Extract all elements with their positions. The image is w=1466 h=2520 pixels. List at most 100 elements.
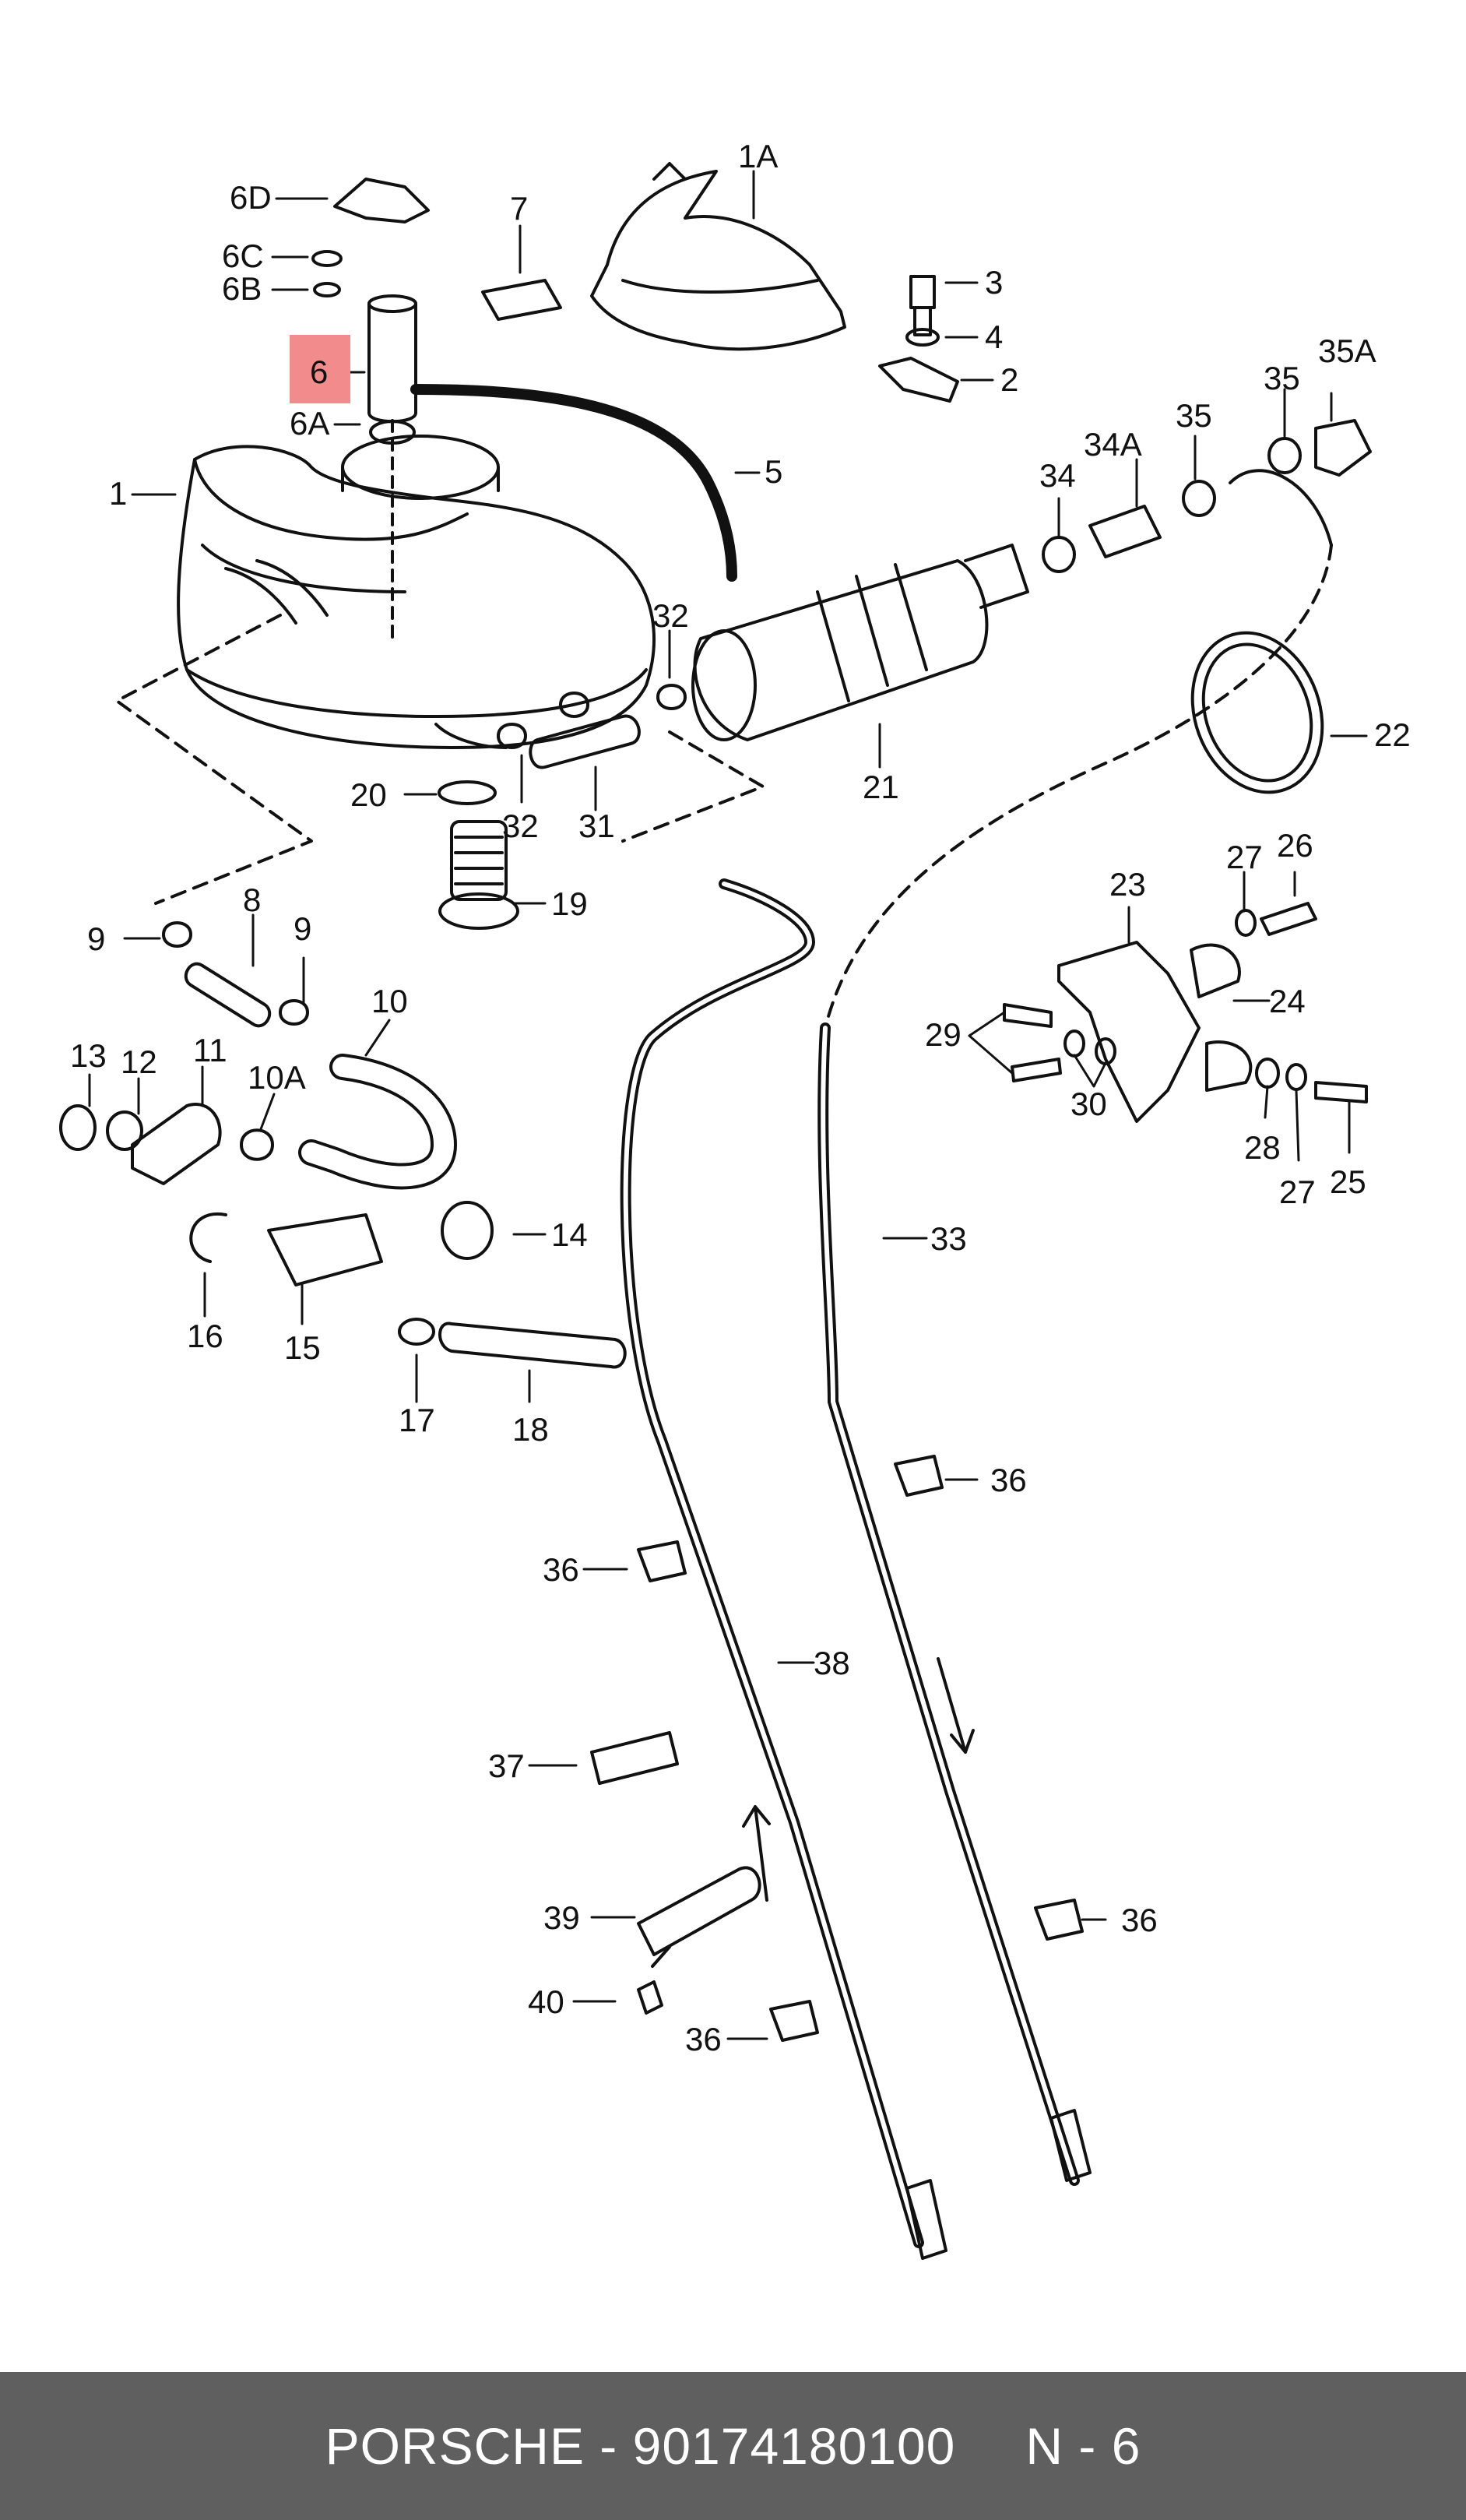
callout-label: 5 [765,453,782,490]
callout-label: 37 [488,1747,525,1784]
callout-label: 2 [1000,361,1018,398]
bolt-29a-part [1003,1003,1053,1028]
flow-arrow-down [937,1657,975,1754]
callout-label: 10 [371,983,408,1019]
grommet-14-part [441,1201,494,1260]
nut-6b-part [313,282,341,297]
sleeve-37-part [590,1731,679,1785]
callout-highlight-box [290,335,350,403]
banjo-bolt-34a-part [1088,505,1162,558]
hose-18-part [438,1322,627,1369]
callout-label: 36 [990,1462,1027,1498]
nut-35a-part [1314,419,1372,477]
callout-label: 40 [528,1983,564,2020]
feed-line-38-part [620,878,924,2248]
callout-label: 4 [985,319,1003,355]
clamp-17-part [398,1318,435,1346]
callout-label: 33 [930,1220,967,1257]
hose-clamp-32b-part [559,692,589,718]
callout-label: 18 [512,1411,549,1448]
callout-label: 23 [1109,866,1146,903]
fitting-38-end [905,2179,947,2260]
snap-ring-16-part [189,1212,227,1263]
callout-label: 36 [1121,1902,1158,1938]
grommet-36a-part [894,1455,944,1497]
vent-hose-5-part [410,384,737,582]
clamp-9b-part [279,999,309,1026]
feed-line-38-inner [623,882,921,2245]
bracket-6d-part [333,178,430,223]
tank-cover-part [590,162,846,351]
callout-label: 20 [350,776,387,813]
washer-27b-part [1285,1063,1307,1091]
fitting-33-end [1049,2109,1092,2182]
washer-34-part [1042,536,1076,573]
callout-label: 15 [284,1329,321,1366]
seal-12-part [106,1110,143,1151]
callout-label: 31 [578,808,615,844]
washer-4-part [905,328,940,347]
part-number-footer: PORSCHE - 90174180100 N - 6 [0,2372,1466,2520]
callout-label: 36 [685,2021,722,2057]
seal-20-part [438,780,497,805]
callout-label: 39 [543,1899,580,1936]
callout-label: 26 [1277,827,1313,864]
cap-13-part [59,1104,97,1151]
fuel-level-sender-part [367,294,417,640]
callout-label: 9 [294,910,311,947]
clip-39-part [637,1866,761,1956]
flow-arrow-up [742,1805,771,1902]
hose-31-part [529,714,641,769]
callout-label: 27 [1279,1174,1316,1210]
bolt-29b-part [1011,1058,1062,1082]
sleeve-15-part [267,1213,383,1286]
tank-outline-dashed [115,614,313,905]
strainer-19-part [438,820,519,930]
callout-label: 19 [551,885,588,922]
screw-40-part [637,1945,671,2015]
callout-label: 6D [230,179,272,216]
gasket-7-part [481,279,562,321]
pump-outline-dashed [621,730,765,843]
callout-label: 34A [1084,426,1142,463]
callout-label: 30 [1070,1086,1107,1122]
callout-label: 16 [187,1318,223,1354]
clamp-2-part [878,357,959,403]
callout-label: 12 [121,1044,157,1080]
brand-part-number: PORSCHE - 90174180100 [325,2417,956,2475]
callout-label: 14 [551,1216,588,1253]
fuel-pump-21-part [691,544,1029,741]
clamp-10a-part [240,1128,274,1161]
callout-label: 3 [985,264,1003,301]
callout-label: 13 [70,1037,107,1074]
hose-clamp-32a-part [497,723,527,749]
callout-label: 27 [1226,839,1263,875]
washer-30a-part [1063,1029,1085,1058]
grommet-36d-part [769,2000,819,2042]
callout-label: 38 [814,1645,850,1681]
fuel-tank-part [177,435,656,749]
callout-label: 32 [502,808,539,844]
bolt-3-part [909,275,936,336]
callout-label: 6B [222,270,262,307]
washer-27-part [1235,909,1257,937]
hose-clamp-32c-part [656,684,687,710]
callout-label: 1 [109,475,127,512]
hose-10-inner [301,1057,454,1187]
callout-label: 10A [248,1059,306,1096]
page-reference: N - 6 [1025,2417,1141,2475]
callout-label: 36 [543,1551,579,1588]
clamp-ring-22-part [1190,631,1324,794]
grommet-36c-part [1034,1899,1084,1941]
callout-label: 35 [1264,360,1300,396]
banjo-fitting-part [1229,469,1333,547]
flange-11-part [131,1103,222,1185]
callout-label: 35 [1176,397,1212,434]
callout-label: 24 [1269,983,1306,1019]
clamp-9a-part [162,921,192,948]
washer-6c-part [311,250,343,267]
callout-label: 9 [87,920,105,957]
callout-label: 28 [1244,1129,1281,1166]
callout-label: 6C [222,238,264,274]
washer-28-part [1255,1058,1280,1089]
